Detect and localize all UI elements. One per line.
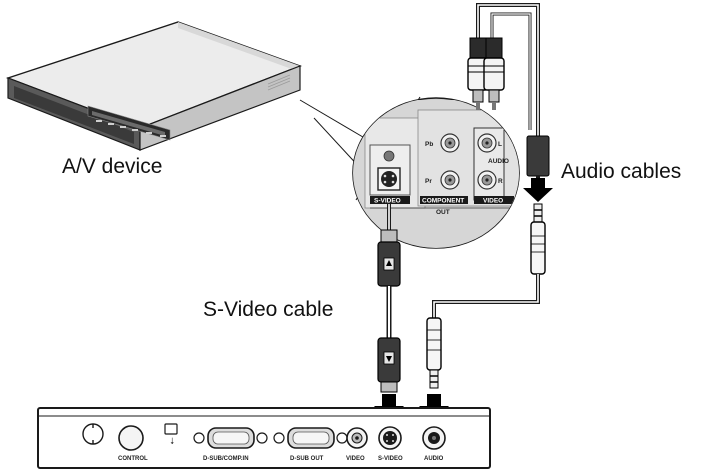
svideo-plug-lower-icon [377, 337, 401, 393]
svideo-plug-upper-icon [377, 229, 401, 287]
projector-control-port-icon [118, 425, 144, 451]
av-output-panel-zoom: S-VIDEO COMPONENT VIDEO OUT AUDIO Pb Pr … [352, 97, 520, 249]
av-svideo-jack-icon [381, 171, 397, 187]
projector-audio-port-icon [422, 426, 446, 450]
av-svideo-label: S-VIDEO [374, 198, 401, 205]
projector-input-panel: ⭣ [37, 407, 491, 469]
svideo-cable-label: S-Video cable [203, 298, 334, 321]
av-audio-label: AUDIO [488, 158, 509, 165]
minijack-plug-lower-icon [426, 317, 442, 389]
projector-ac-symbol-icon [82, 423, 104, 445]
av-component-jacks [440, 133, 460, 190]
projector-dsub-comp-in-port-icon [193, 427, 268, 449]
video-port-label: VIDEO [346, 456, 365, 462]
audio-cable-arrow-icon [523, 178, 553, 202]
av-component-label: COMPONENT [422, 198, 464, 205]
audio-cables-label: Audio cables [561, 160, 682, 183]
av-audio-jacks [473, 127, 505, 201]
audio-port-label: AUDIO [424, 456, 444, 462]
audio-cable-run [432, 274, 540, 320]
av-video-label: VIDEO [483, 198, 503, 205]
projector-usb-port-icon: ⭣ [164, 423, 178, 447]
control-port-label: CONTROL [118, 456, 148, 462]
svg-text:⭣: ⭣ [170, 437, 174, 447]
projector-dsub-out-port-icon [273, 427, 348, 449]
projector-svideo-port-icon [378, 426, 402, 450]
av-out-label: OUT [436, 209, 450, 216]
audio-cable [476, 3, 540, 138]
minijack-plug-icon [530, 203, 546, 275]
av-r-label: R [498, 178, 503, 185]
projector-video-port-icon [346, 427, 368, 449]
av-device [5, 21, 302, 151]
svideo-port-label: S-VIDEO [378, 456, 403, 462]
dsub-out-port-label: D-SUB OUT [290, 456, 324, 462]
av-l-label: L [498, 141, 502, 148]
rca-plugs-icon [467, 37, 505, 110]
av-svideo-screw-icon [383, 150, 395, 162]
av-device-label: A/V device [62, 155, 163, 178]
av-pb-label: Pb [425, 141, 433, 148]
dsub-comp-in-port-label: D-SUB/COMP.IN [203, 456, 249, 462]
av-pr-label: Pr [425, 178, 432, 185]
